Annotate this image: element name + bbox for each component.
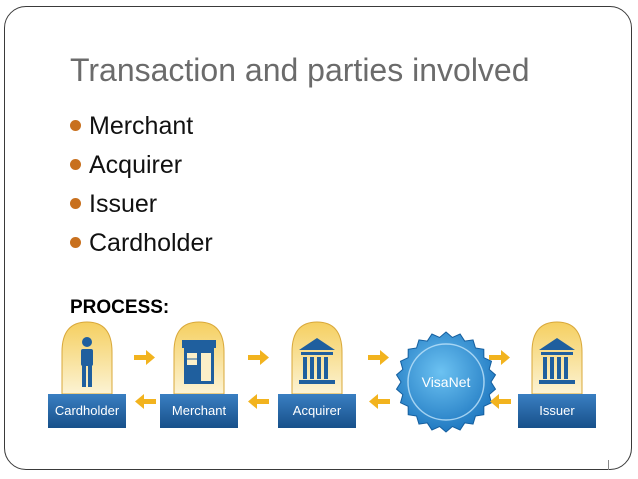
bank-icon [539, 338, 575, 384]
node-cardholder: Cardholder [48, 321, 126, 428]
bank-icon [299, 338, 335, 384]
arrow-back-icon [490, 394, 511, 409]
arrow-forward-icon [489, 350, 510, 365]
bullet-item: Cardholder [70, 223, 213, 262]
arrow-back-icon [248, 394, 269, 409]
arrow-forward-icon [368, 350, 389, 365]
storefront-icon [182, 340, 216, 384]
bullet-dot-icon [70, 237, 81, 248]
node-merchant: Merchant [160, 321, 238, 428]
node-label-box [48, 394, 126, 428]
bullet-item: Acquirer [70, 145, 213, 184]
person-icon [81, 337, 93, 387]
node-label: Merchant [172, 403, 227, 418]
node-label: Issuer [539, 403, 575, 418]
bullet-label: Acquirer [89, 150, 183, 179]
slide-number-mark [608, 460, 615, 470]
bullet-dot-icon [70, 159, 81, 170]
node-issuer: Issuer [518, 321, 596, 428]
bullet-dot-icon [70, 198, 81, 209]
node-visanet: VisaNet [395, 331, 497, 433]
node-label-box [518, 394, 596, 428]
seal-inner-ring [407, 343, 485, 421]
node-acquirer: Acquirer [278, 321, 356, 428]
bullet-item: Issuer [70, 184, 213, 223]
node-label: VisaNet [422, 374, 471, 390]
bullet-dot-icon [70, 120, 81, 131]
process-diagram: Cardholder Merchant [48, 321, 596, 433]
arrow-back-icon [369, 394, 390, 409]
node-label-box [160, 394, 238, 428]
node-label: Cardholder [55, 403, 120, 418]
arrow-back-icon [135, 394, 156, 409]
bullet-label: Issuer [89, 189, 158, 218]
node-label-box [278, 394, 356, 428]
node-label: Acquirer [293, 403, 342, 418]
visanet-seal-icon [395, 331, 497, 433]
bullet-list: Merchant Acquirer Issuer Cardholder [70, 106, 213, 262]
process-label: PROCESS: [70, 297, 170, 318]
arrow-forward-icon [248, 350, 269, 365]
bullet-label: Merchant [89, 111, 194, 140]
bullet-label: Cardholder [89, 228, 213, 257]
slide-title: Transaction and parties involved [70, 52, 530, 88]
bullet-item: Merchant [70, 106, 213, 145]
arrow-forward-icon [134, 350, 155, 365]
